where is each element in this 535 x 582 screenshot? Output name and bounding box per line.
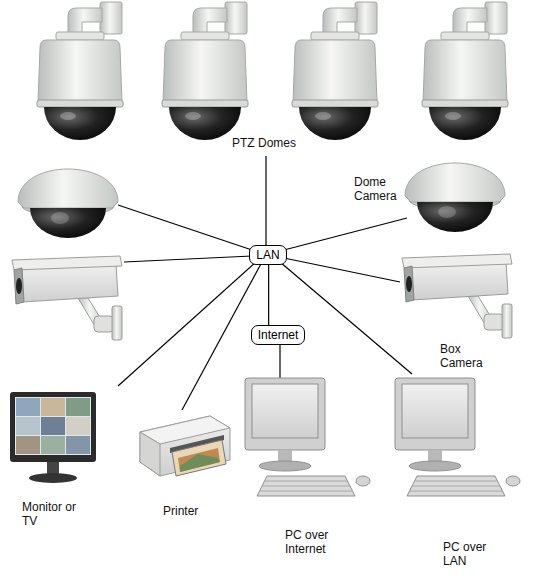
wire (284, 258, 400, 282)
device-label: PC over Internet (285, 528, 347, 556)
network-link (268, 265, 269, 325)
device-label: PTZ Domes (232, 136, 312, 150)
device-label: Dome Camera (354, 175, 404, 203)
ptz-dome-camera (162, 2, 248, 140)
dome-camera (405, 163, 505, 232)
box-camera (402, 254, 512, 338)
dome-camera (18, 169, 118, 238)
wire (279, 343, 280, 378)
ptz-dome-camera (422, 2, 508, 140)
box-camera (12, 256, 122, 340)
wire (124, 256, 252, 262)
ptz-dome-camera (292, 2, 378, 140)
network-box: Internet (251, 325, 306, 345)
ptz-dome-camera (37, 2, 123, 140)
network-box: LAN (249, 245, 286, 265)
wire (284, 218, 407, 250)
device-label: Printer (163, 504, 223, 518)
wire (265, 156, 266, 247)
pc-icon (245, 378, 370, 496)
pc-icon (395, 378, 520, 496)
box-label: LAN (256, 248, 279, 262)
wire (118, 205, 252, 250)
box-label: Internet (258, 328, 299, 342)
wire (118, 262, 256, 386)
wire (280, 262, 412, 374)
device-label: Monitor or TV (22, 500, 80, 528)
network-wires (118, 156, 412, 410)
device-label: Box Camera (440, 342, 500, 370)
device-label: PC over LAN (443, 540, 501, 568)
monitor-icon (10, 392, 96, 483)
printer-icon (140, 416, 230, 476)
